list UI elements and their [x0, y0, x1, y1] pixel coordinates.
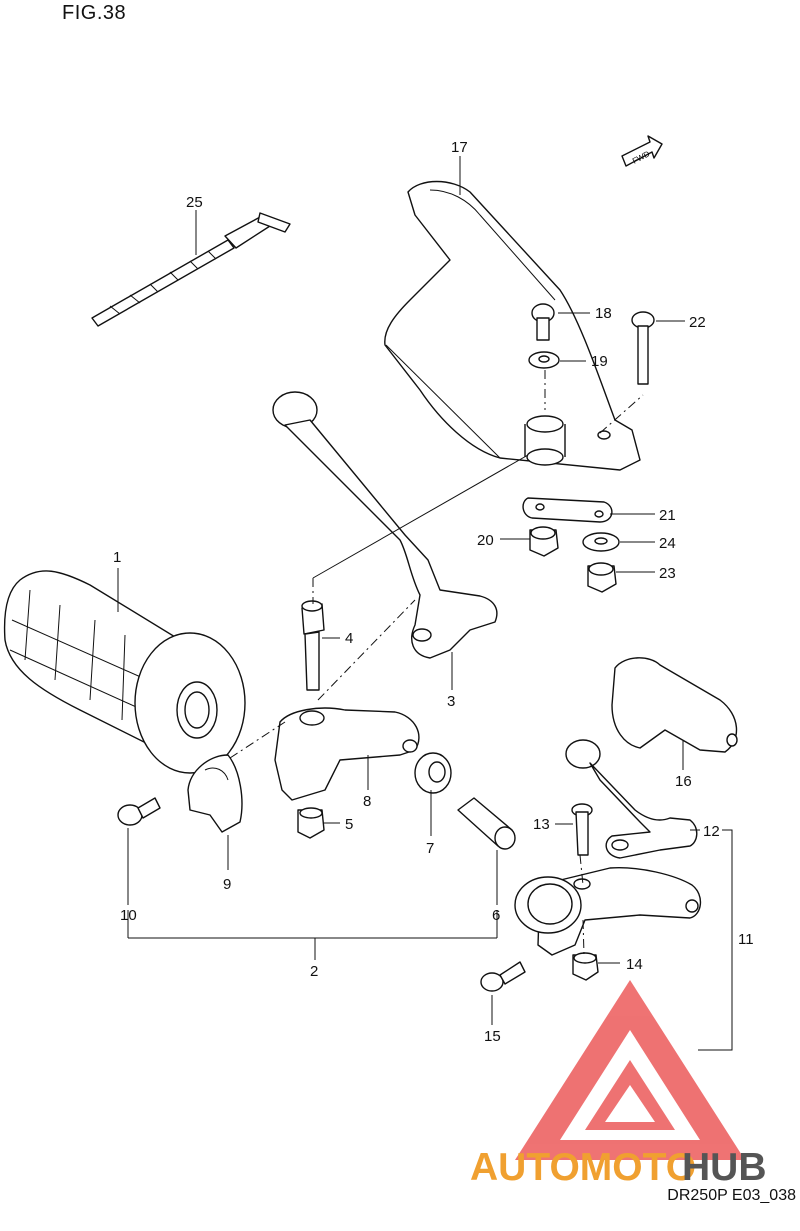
callout-3: 3	[447, 693, 455, 710]
callout-1: 1	[113, 549, 121, 566]
callout-11: 11	[738, 931, 754, 948]
part-lever-12	[565, 739, 698, 859]
callout-7: 7	[426, 840, 434, 857]
callout-25: 25	[186, 194, 203, 211]
callout-labels: 1 2 3 4 5 6 7 8 9 10 11 12 13 14 15 16 1…	[113, 139, 754, 1045]
callout-10: 10	[120, 907, 137, 924]
callout-20: 20	[477, 532, 494, 549]
callout-6: 6	[492, 907, 500, 924]
part-lever-cover-16	[611, 657, 738, 753]
part-cable-tie	[91, 212, 291, 327]
watermark-logo	[515, 980, 745, 1160]
callout-18: 18	[595, 305, 612, 322]
callout-8: 8	[363, 793, 371, 810]
part-hand-guard	[384, 180, 641, 471]
part-nut-23	[587, 562, 617, 593]
part-nut-5	[297, 807, 325, 839]
leader-lines	[117, 156, 733, 1051]
part-clamp-9	[187, 754, 243, 833]
callout-5: 5	[345, 816, 353, 833]
part-lever-holder-8	[274, 707, 420, 801]
part-washer-24	[582, 532, 620, 552]
part-nut-20	[529, 526, 559, 557]
part-plate-21	[522, 497, 613, 523]
callout-13: 13	[533, 816, 550, 833]
callout-17: 17	[451, 139, 468, 156]
fwd-arrow-icon: FWD	[621, 135, 663, 167]
callout-16: 16	[675, 773, 692, 790]
callout-4: 4	[345, 630, 353, 647]
part-adjuster-nut-7	[414, 752, 452, 794]
watermark-word-1: AUTOMOTO	[470, 1146, 696, 1189]
part-screw-18	[531, 303, 555, 341]
watermark-text: AUTOMOTO HUB	[470, 1146, 767, 1189]
callout-22: 22	[689, 314, 706, 331]
callout-9: 9	[223, 876, 231, 893]
watermark-word-2: HUB	[682, 1146, 767, 1189]
part-perch-11	[514, 867, 702, 956]
callout-2: 2	[310, 963, 318, 980]
part-washer-19	[528, 351, 560, 369]
part-grip	[3, 570, 246, 774]
part-screw-15	[480, 961, 526, 992]
callout-14: 14	[626, 956, 643, 973]
figure-title: FIG.38	[62, 2, 127, 24]
part-adjuster-bolt-6	[457, 797, 516, 850]
part-bolt-22	[631, 311, 655, 385]
callout-12: 12	[703, 823, 720, 840]
callout-19: 19	[591, 353, 608, 370]
part-screw-10	[117, 797, 161, 826]
part-pivot-bolt-4	[301, 600, 325, 691]
callout-21: 21	[659, 507, 676, 524]
callout-23: 23	[659, 565, 676, 582]
part-nut-14	[572, 952, 599, 981]
callout-15: 15	[484, 1028, 501, 1045]
part-bolt-13	[571, 803, 593, 856]
part-lever-3	[272, 391, 498, 659]
callout-24: 24	[659, 535, 676, 552]
alignment-lines	[229, 370, 644, 956]
figure-code: DR250P E03_038	[667, 1187, 796, 1204]
